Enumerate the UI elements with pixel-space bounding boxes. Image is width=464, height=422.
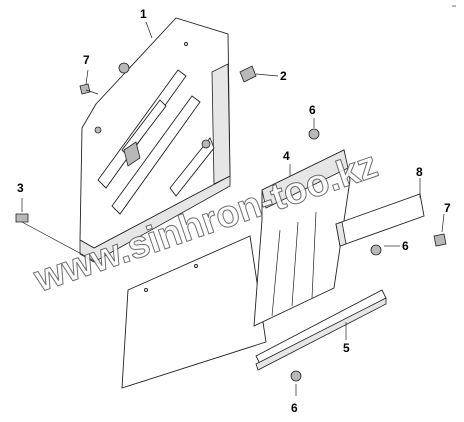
callout-7a: 7 [83,53,90,67]
nut-6c [290,370,302,382]
bolt-7b [433,233,447,247]
callout-1: 1 [140,7,147,21]
callout-6c: 6 [291,401,298,415]
callout-3: 3 [17,181,24,195]
bolt-7a [79,83,99,95]
callout-4: 4 [283,149,290,163]
part-4-curved-flap [253,149,351,327]
nut-6a [308,128,320,140]
bolt-2 [239,65,257,83]
part-5-flat-plate [121,235,267,389]
callout-6a: 6 [309,103,316,117]
leader-lines [21,21,445,396]
part-1-housing-panel [79,17,231,263]
nut-6b [370,244,382,256]
callout-2: 2 [280,69,287,83]
callout-6b: 6 [402,239,409,253]
part-8-bracket [335,193,425,247]
part-5-long-bracket [255,289,387,371]
bolt-3 [15,213,29,223]
corner-mark: ᵃᵃ [452,4,456,10]
callout-7b: 7 [444,201,451,215]
callout-8: 8 [416,165,423,179]
callout-5: 5 [343,341,350,355]
